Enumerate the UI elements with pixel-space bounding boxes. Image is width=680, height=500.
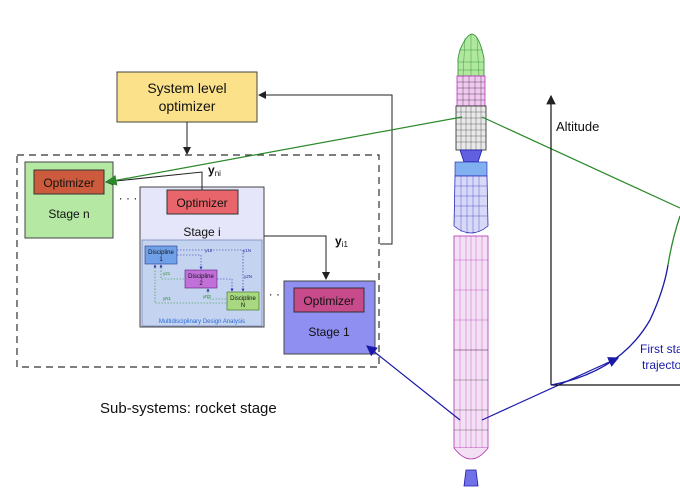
stage-i-label: Stage i (183, 225, 220, 239)
first-stage-trajectory-label-line2: trajecto (642, 358, 680, 372)
discipline-1-label-line1: Discipline (148, 250, 174, 256)
subsystems-boundary (16, 154, 380, 368)
stage-i-optimizer-label: Optimizer (176, 196, 227, 210)
stage-1-optimizer-label: Optimizer (303, 294, 354, 308)
coupling-yN1: yN1 (163, 296, 171, 301)
link-upper-stage-to-stage-n (105, 116, 463, 186)
mda-title: Multidisciplinary Design Analysis (159, 319, 245, 325)
coupling-y2N: y2N (244, 274, 252, 279)
rocket-wireframe (453, 33, 489, 487)
system-level-optimizer-box: System level optimizer (116, 71, 258, 123)
y-ni-label: yni (208, 163, 221, 178)
discipline-n-label-line1: Discipline (230, 296, 256, 302)
discipline-1-label-line2: 1 (159, 257, 163, 263)
altitude-axis-label: Altitude (556, 119, 599, 134)
coupling-y1N: y1N (243, 248, 251, 253)
link-first-stage-to-trajectory (481, 357, 620, 421)
y-i1-label: yi1 (335, 234, 348, 249)
discipline-2-label-line2: 2 (199, 281, 203, 287)
subsystems-caption: Sub-systems: rocket stage (100, 400, 277, 417)
stage-n-optimizer-label: Optimizer (43, 176, 94, 190)
stage-n-box: Optimizer Stage n (24, 161, 114, 239)
system-optimizer-label-line2: optimizer (159, 98, 216, 114)
ellipsis-n-i: · · · (119, 191, 138, 205)
stage-1-label: Stage 1 (308, 325, 350, 339)
mda-coupling-lines (153, 249, 245, 304)
feedback-to-system-arrow (258, 91, 393, 245)
stage-i-box: Optimizer Stage i Discipline 1 Disciplin… (139, 186, 265, 328)
coupling-y21: y21 (163, 271, 171, 276)
coupling-yN2: yN2 (203, 294, 211, 299)
first-stage-trajectory-label-line1: First sta (640, 342, 680, 356)
system-optimizer-label-line1: System level (147, 80, 226, 96)
discipline-n-label-line2: N (241, 303, 245, 309)
stage-1-optimizer (293, 287, 365, 313)
stage-n-label: Stage n (48, 207, 89, 221)
stage-1-box: Optimizer Stage 1 (283, 280, 376, 355)
y-ni-arrow (105, 171, 203, 190)
stage-n-optimizer (33, 169, 105, 195)
link-first-stage-to-stage-1 (366, 345, 461, 421)
y-i1-arrow (264, 235, 330, 280)
discipline-2-label-line1: Discipline (188, 274, 214, 280)
mda-block: Discipline 1 Discipline 2 Discipline N y… (141, 239, 263, 327)
trajectory-plot: Altitude First sta trajecto (546, 94, 680, 386)
link-upper-stage-to-trajectory (481, 116, 680, 209)
coupling-y12: y12 (205, 248, 213, 253)
first-stage-trajectory-curve (550, 264, 669, 386)
upper-stage-trajectory-curve (667, 215, 680, 266)
discipline-n-box (226, 291, 260, 311)
ellipsis-i-1: · · · (269, 287, 288, 301)
